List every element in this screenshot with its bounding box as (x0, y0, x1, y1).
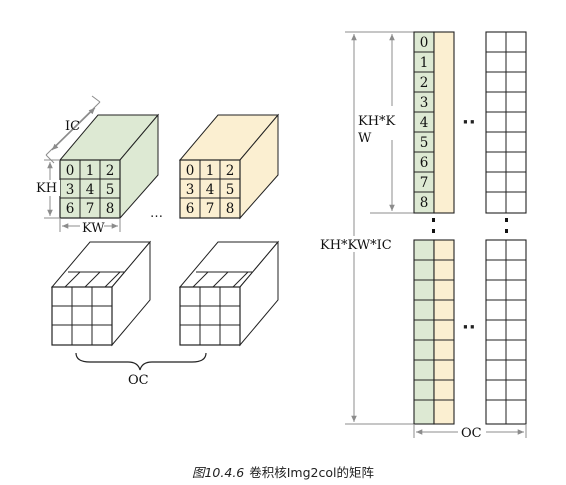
yellow-kernel-cube: 0 1 2 3 4 5 6 7 8 (178, 113, 280, 220)
matrix-cell-4: 4 (420, 115, 429, 131)
matrix-bottom-colored-columns (413, 239, 455, 425)
matrix-cell-3: 3 (420, 95, 429, 111)
yellow-kernel-cell-5: 5 (226, 182, 235, 198)
yellow-kernel-cell-0: 0 (186, 163, 195, 179)
yellow-kernel-cell-2: 2 (226, 163, 235, 179)
matrix-bottom-white-columns (485, 239, 527, 425)
green-cube-front-face (59, 159, 121, 219)
left-ellipsis: … (150, 206, 163, 221)
matrix-dots-bottom: ·· (462, 317, 476, 338)
yellow-kernel-cell-6: 6 (186, 201, 195, 217)
right-oc-dimension: OC (413, 424, 527, 441)
yellow-cube-front-face (179, 159, 241, 219)
kh-label: KH (36, 181, 57, 196)
matrix-top-white-columns (485, 31, 527, 214)
green-kernel-cell-0: 0 (66, 163, 75, 179)
yellow-kernel-cell-7: 7 (206, 201, 215, 217)
green-kernel-cell-8: 8 (106, 201, 115, 217)
matrix-cell-8: 8 (420, 195, 429, 211)
green-kernel-cell-3: 3 (66, 182, 75, 198)
figure-number: 图10.4.6 (191, 465, 245, 480)
kh-dimension: KH (34, 159, 60, 219)
kw-dimension: KW (59, 218, 121, 236)
matrix-cell-7: 7 (420, 175, 429, 191)
figure-caption: 图10.4.6 卷积核Img2col的矩阵 (0, 462, 566, 481)
green-kernel-cell-6: 6 (66, 201, 75, 217)
kh-kw-ic-dimension: KH*KW*IC (318, 31, 414, 425)
green-kernel-cell-4: 4 (86, 182, 95, 198)
img2col-diagram: 0 1 2 3 4 5 6 7 8 IC KH KW … (34, 31, 527, 441)
caption-text: 卷积核Img2col的矩阵 (249, 465, 374, 480)
left-oc-label: OC (128, 373, 149, 388)
matrix-dots-top: ·· (462, 112, 476, 133)
kh-kw-ic-label: KH*KW*IC (320, 238, 392, 253)
yellow-kernel-cell-4: 4 (206, 182, 215, 198)
green-kernel-cell-5: 5 (106, 182, 115, 198)
white-output-cube-1 (50, 240, 152, 347)
ic-label: IC (65, 119, 80, 134)
vertical-continuation-dots (432, 218, 508, 233)
matrix-cell-0: 0 (420, 35, 429, 51)
yellow-kernel-cell-3: 3 (186, 182, 195, 198)
matrix-top-colored-columns: 0 1 2 3 4 5 6 7 8 (413, 31, 455, 214)
white-output-cube-2 (178, 240, 280, 347)
matrix-cell-1: 1 (420, 55, 429, 71)
yellow-kernel-cell-1: 1 (206, 163, 215, 179)
oc-brace: OC (75, 352, 207, 388)
green-kernel-cell-2: 2 (106, 163, 115, 179)
green-kernel-cell-7: 7 (86, 201, 95, 217)
kh-kw-label-line1: KH*K (358, 114, 396, 129)
kh-kw-dimension: KH*K W (358, 34, 414, 214)
ic-dimension: IC (45, 95, 101, 164)
green-kernel-cell-1: 1 (86, 163, 95, 179)
kh-kw-label-line2: W (358, 131, 372, 146)
matrix-cell-6: 6 (420, 155, 429, 171)
yellow-kernel-cell-8: 8 (226, 201, 235, 217)
matrix-cell-2: 2 (420, 75, 429, 91)
matrix-cell-5: 5 (420, 135, 429, 151)
kw-label: KW (82, 221, 105, 236)
right-oc-label: OC (461, 426, 482, 441)
